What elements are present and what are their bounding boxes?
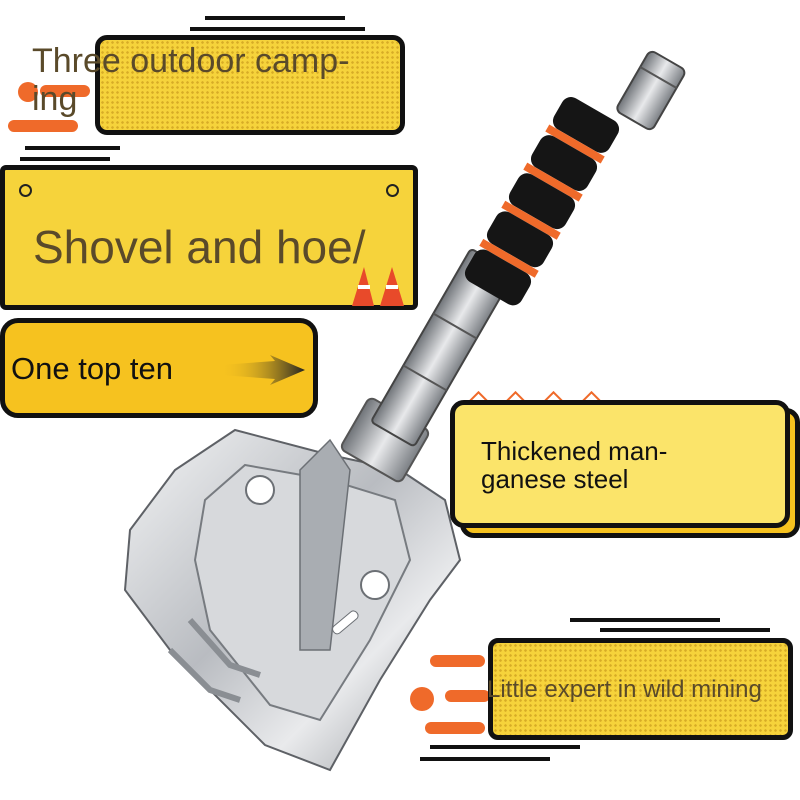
shovel-hoe-text: Shovel and hoe/: [33, 221, 366, 273]
mining-text: Little expert in wild mining: [487, 676, 762, 703]
steel-card: Thickened man-ganese steel: [450, 400, 790, 528]
shovel-cap: [616, 50, 686, 131]
traffic-cone-icon: [352, 267, 404, 306]
orange-bar: [430, 655, 485, 667]
mining-card: [488, 638, 793, 740]
shovel-hoe-card: Shovel and hoe/: [0, 165, 418, 310]
orange-dot: [18, 82, 38, 102]
camping-card: [95, 35, 405, 135]
top-ten-card: One top ten: [0, 318, 318, 418]
bolt-icon: [386, 184, 399, 197]
top-ten-text: One top ten: [11, 351, 174, 386]
arrow-icon: [220, 355, 305, 385]
orange-bar: [445, 690, 490, 702]
camping-text: Three outdoor camp-ing: [32, 42, 350, 118]
orange-dot: [410, 687, 434, 711]
orange-bar: [425, 722, 485, 734]
orange-bar: [8, 120, 78, 132]
bolt-icon: [19, 184, 32, 197]
orange-bar: [40, 85, 90, 97]
shovel-blade: [123, 428, 462, 772]
steel-text: Thickened man-ganese steel: [481, 436, 668, 494]
shovel-grip: [464, 97, 620, 306]
